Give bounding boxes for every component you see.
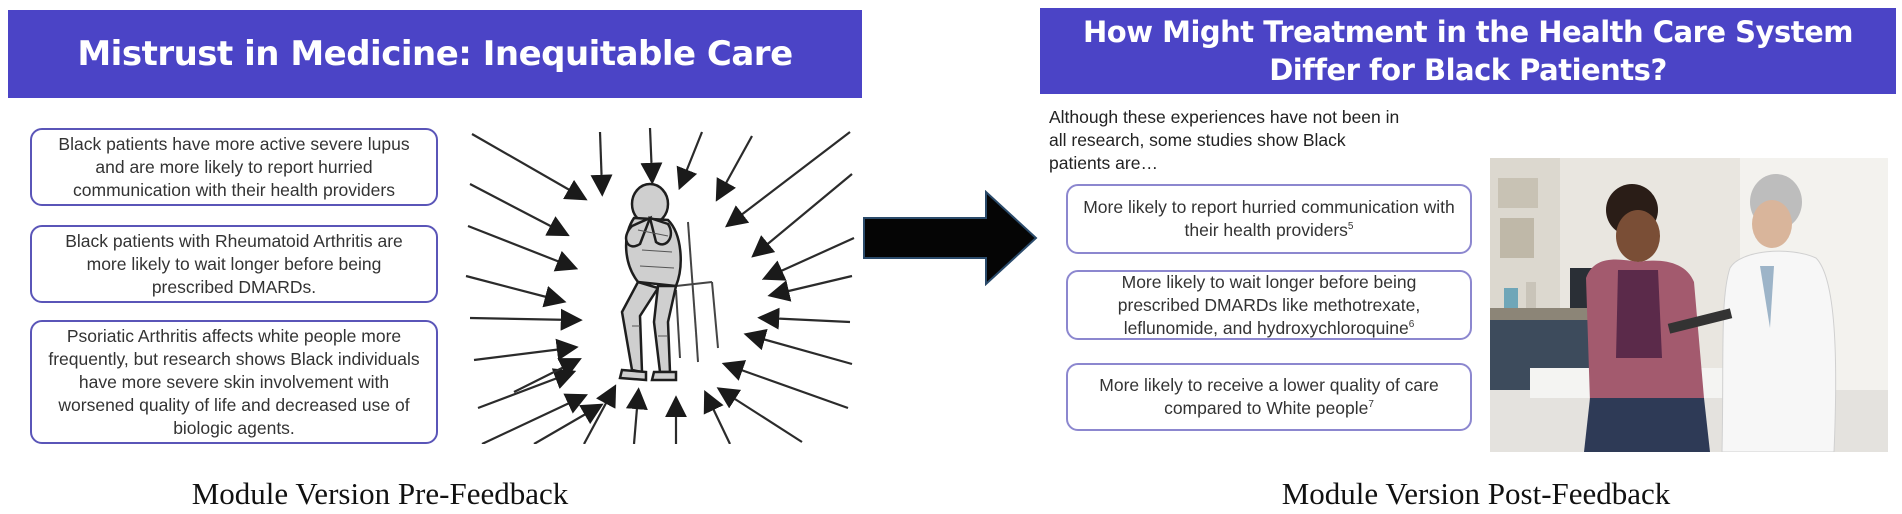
stressed-person-arrows-icon: [465, 127, 855, 444]
pre-box-1: Black patients have more active severe l…: [30, 128, 438, 206]
post-box-3-ref: 7: [1368, 399, 1374, 411]
post-caption-text: Module Version Post-Feedback: [1281, 476, 1671, 511]
pre-caption-text: Module Version Pre-Feedback: [191, 476, 569, 511]
post-intro-text: Although these experiences have not been…: [1049, 107, 1400, 173]
pre-title-banner: Mistrust in Medicine: Inequitable Care: [8, 10, 862, 98]
post-box-2: More likely to wait longer before being …: [1066, 270, 1472, 340]
post-intro: Although these experiences have not been…: [1049, 106, 1409, 175]
post-box-3-body: More likely to receive a lower quality o…: [1099, 375, 1439, 418]
post-box-2-body: More likely to wait longer before being …: [1117, 271, 1421, 338]
pre-box-2: Black patients with Rheumatoid Arthritis…: [30, 225, 438, 303]
right-arrow-icon: [863, 190, 1038, 286]
doctor-patient-photo-icon: [1490, 158, 1888, 452]
post-box-1-ref: 5: [1347, 221, 1354, 233]
pre-title: Mistrust in Medicine: Inequitable Care: [77, 34, 793, 74]
pre-caption: Module Version Pre-Feedback: [100, 476, 660, 512]
post-box-1-body: More likely to report hurried communicat…: [1083, 197, 1455, 240]
post-caption: Module Version Post-Feedback: [1196, 476, 1756, 512]
pre-box-3-text: Psoriatic Arthritis affects white people…: [48, 325, 420, 438]
post-box-3: More likely to receive a lower quality o…: [1066, 363, 1472, 431]
pre-box-1-text: Black patients have more active severe l…: [58, 133, 410, 200]
pre-box-3: Psoriatic Arthritis affects white people…: [30, 320, 438, 444]
post-title: How Might Treatment in the Health Care S…: [1083, 15, 1853, 87]
post-box-3-text: More likely to receive a lower quality o…: [1082, 374, 1456, 420]
post-box-1-text: More likely to report hurried communicat…: [1082, 196, 1456, 242]
post-box-1: More likely to report hurried communicat…: [1066, 184, 1472, 254]
post-box-2-text: More likely to wait longer before being …: [1082, 271, 1456, 340]
post-title-banner: How Might Treatment in the Health Care S…: [1040, 8, 1896, 94]
post-box-2-ref: 6: [1408, 318, 1415, 330]
pre-box-2-text: Black patients with Rheumatoid Arthritis…: [65, 230, 403, 297]
